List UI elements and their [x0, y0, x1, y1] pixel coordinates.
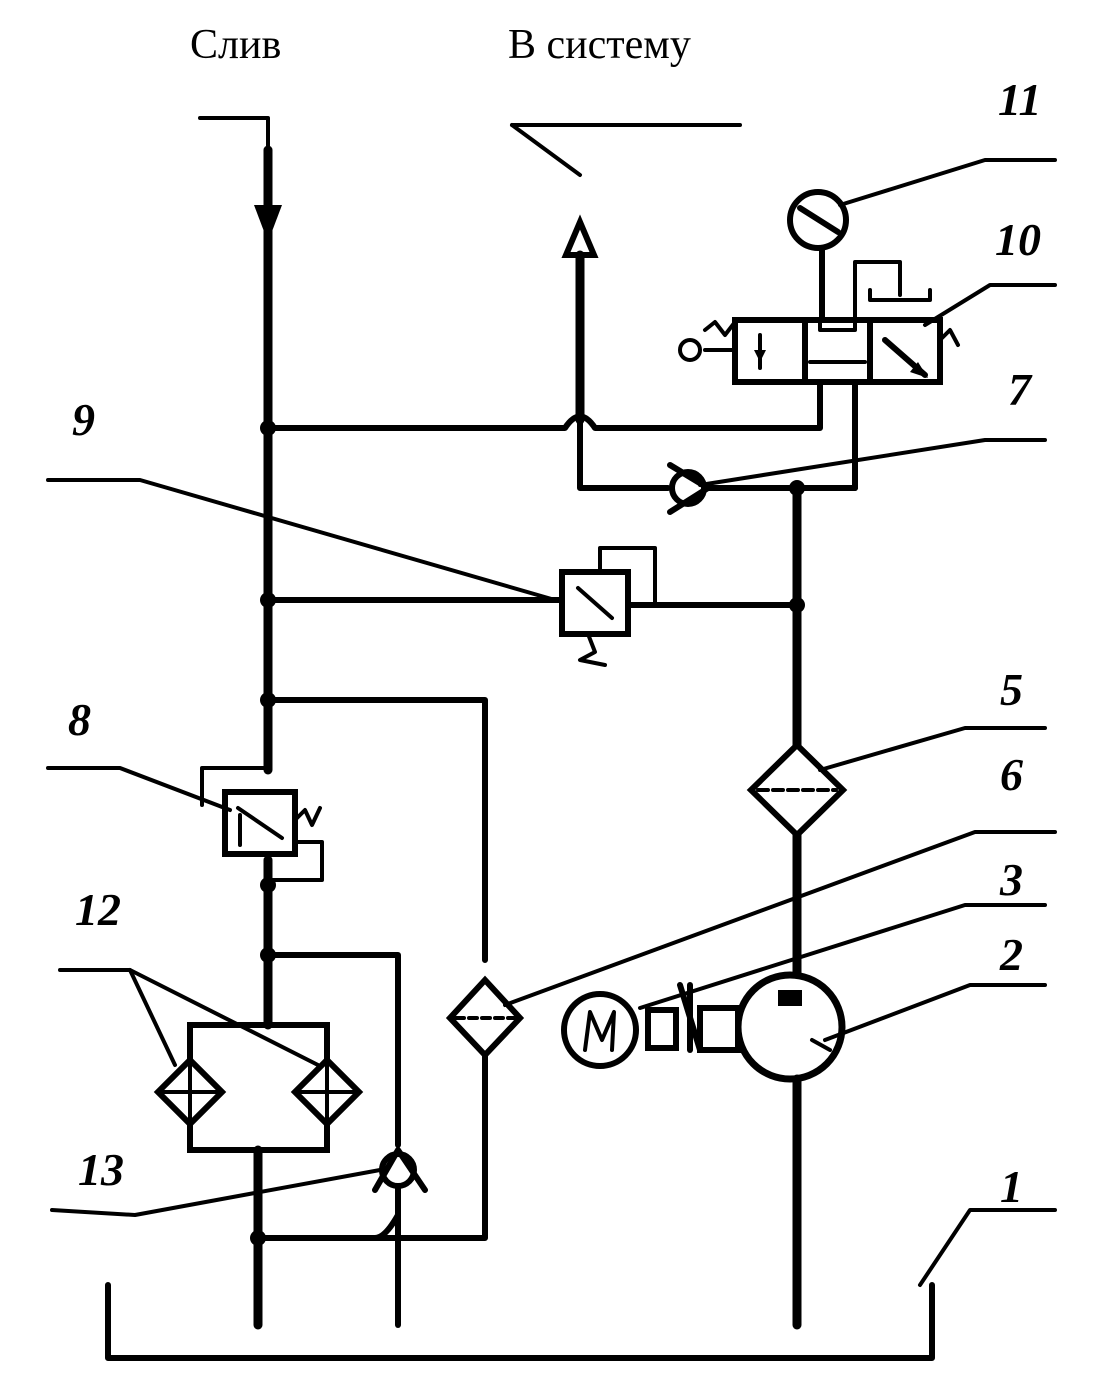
label-9: 9: [72, 394, 95, 445]
cooler-block-12: [153, 947, 401, 1153]
leader-lines: [46, 158, 1057, 1287]
valve-drain-line: [265, 375, 823, 431]
label-2: 2: [999, 929, 1023, 980]
drain-header: Слив: [190, 22, 281, 68]
label-11: 11: [998, 74, 1041, 125]
valve-drain-stub: [853, 260, 902, 322]
label-5: 5: [1000, 664, 1023, 715]
pump-2: [734, 971, 846, 1083]
label-13: 13: [78, 1144, 124, 1195]
directional-valve-10: [678, 317, 960, 385]
label-10: 10: [995, 214, 1041, 265]
filter-6: [445, 975, 525, 1060]
system-line-lower: [577, 417, 671, 491]
label-8: 8: [68, 694, 91, 745]
label-7: 7: [1008, 364, 1033, 415]
filter-5: [746, 740, 848, 840]
system-arrow-icon: [561, 214, 599, 258]
check-valve-7: [667, 462, 858, 515]
label-3: 3: [999, 854, 1023, 905]
tank-symbol-icon: [868, 288, 932, 302]
coupling-3: [645, 982, 741, 1053]
system-port: [510, 123, 742, 258]
filter6-return: [255, 1052, 488, 1241]
to-system-header: В систему: [508, 22, 691, 68]
relief-valve-9: [559, 546, 657, 667]
relief-valve-8: [200, 766, 324, 882]
electric-motor: [561, 991, 639, 1069]
label-12: 12: [75, 884, 121, 935]
label-1: 1: [1000, 1161, 1023, 1212]
label-6: 6: [1000, 749, 1023, 800]
filter6-line: [265, 697, 488, 963]
tank-1: [105, 1282, 935, 1361]
pressure-gauge-11: [787, 189, 849, 323]
